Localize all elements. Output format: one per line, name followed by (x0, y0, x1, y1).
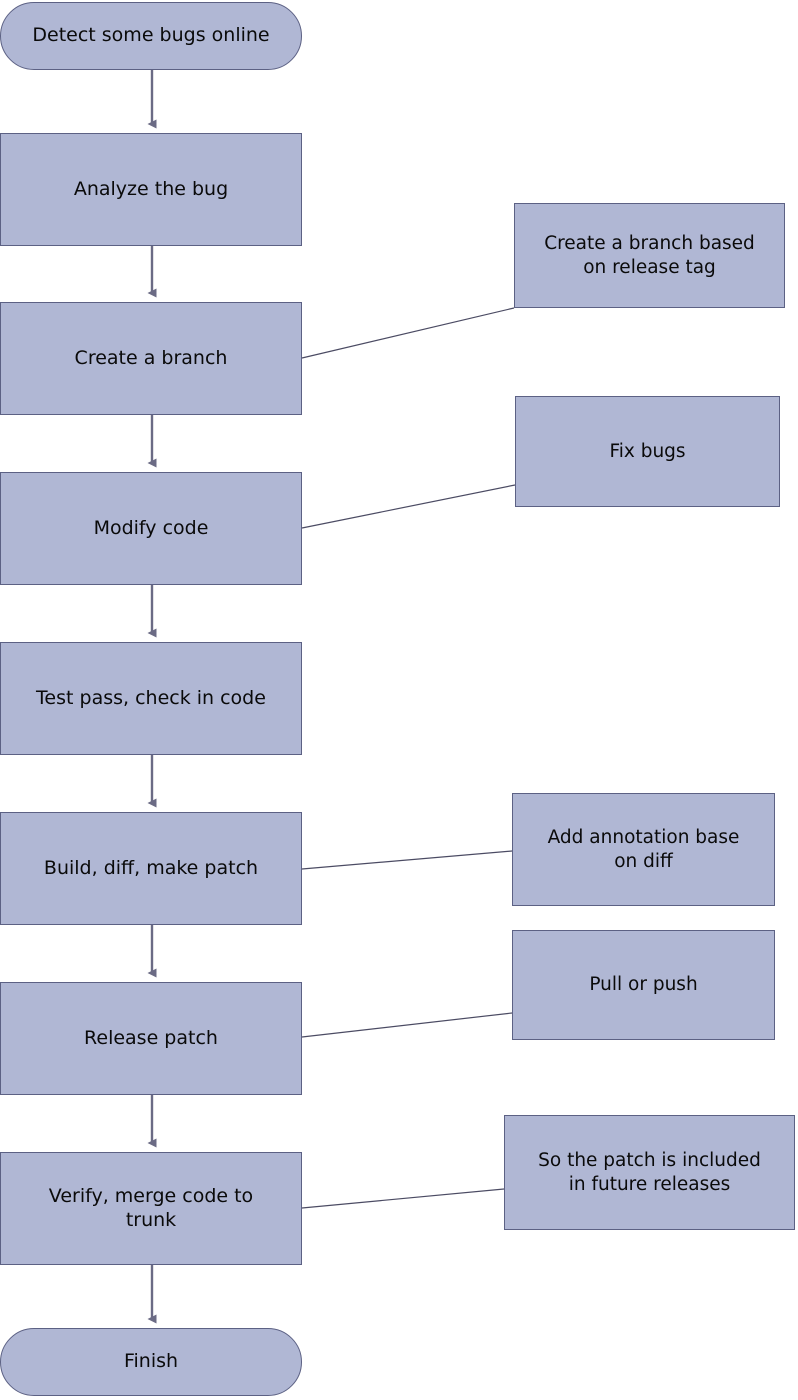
flow-node-analyze[interactable]: Analyze the bug (0, 133, 302, 246)
note-note-add-annotation[interactable]: Add annotation base on diff (512, 793, 775, 906)
connector-verify-merge (301, 1188, 505, 1209)
connector-modify-code (301, 484, 516, 529)
note-note-future-releases[interactable]: So the patch is included in future relea… (504, 1115, 795, 1230)
flow-node-finish[interactable]: Finish (0, 1328, 302, 1396)
flow-node-test-checkin[interactable]: Test pass, check in code (0, 642, 302, 755)
note-note-fix-bugs[interactable]: Fix bugs (515, 396, 780, 507)
flow-node-create-branch[interactable]: Create a branch (0, 302, 302, 415)
connector-create-branch (301, 307, 515, 359)
flow-node-verify-merge[interactable]: Verify, merge code to trunk (0, 1152, 302, 1265)
flow-node-build-diff-patch[interactable]: Build, diff, make patch (0, 812, 302, 925)
flow-node-release-patch[interactable]: Release patch (0, 982, 302, 1095)
note-connectors (301, 307, 516, 1209)
connector-release-patch (301, 1012, 513, 1038)
note-note-create-branch[interactable]: Create a branch based on release tag (514, 203, 785, 308)
note-note-pull-push[interactable]: Pull or push (512, 930, 775, 1040)
flow-node-start[interactable]: Detect some bugs online (0, 2, 302, 70)
flow-node-modify-code[interactable]: Modify code (0, 472, 302, 585)
connector-build-patch (301, 850, 513, 870)
